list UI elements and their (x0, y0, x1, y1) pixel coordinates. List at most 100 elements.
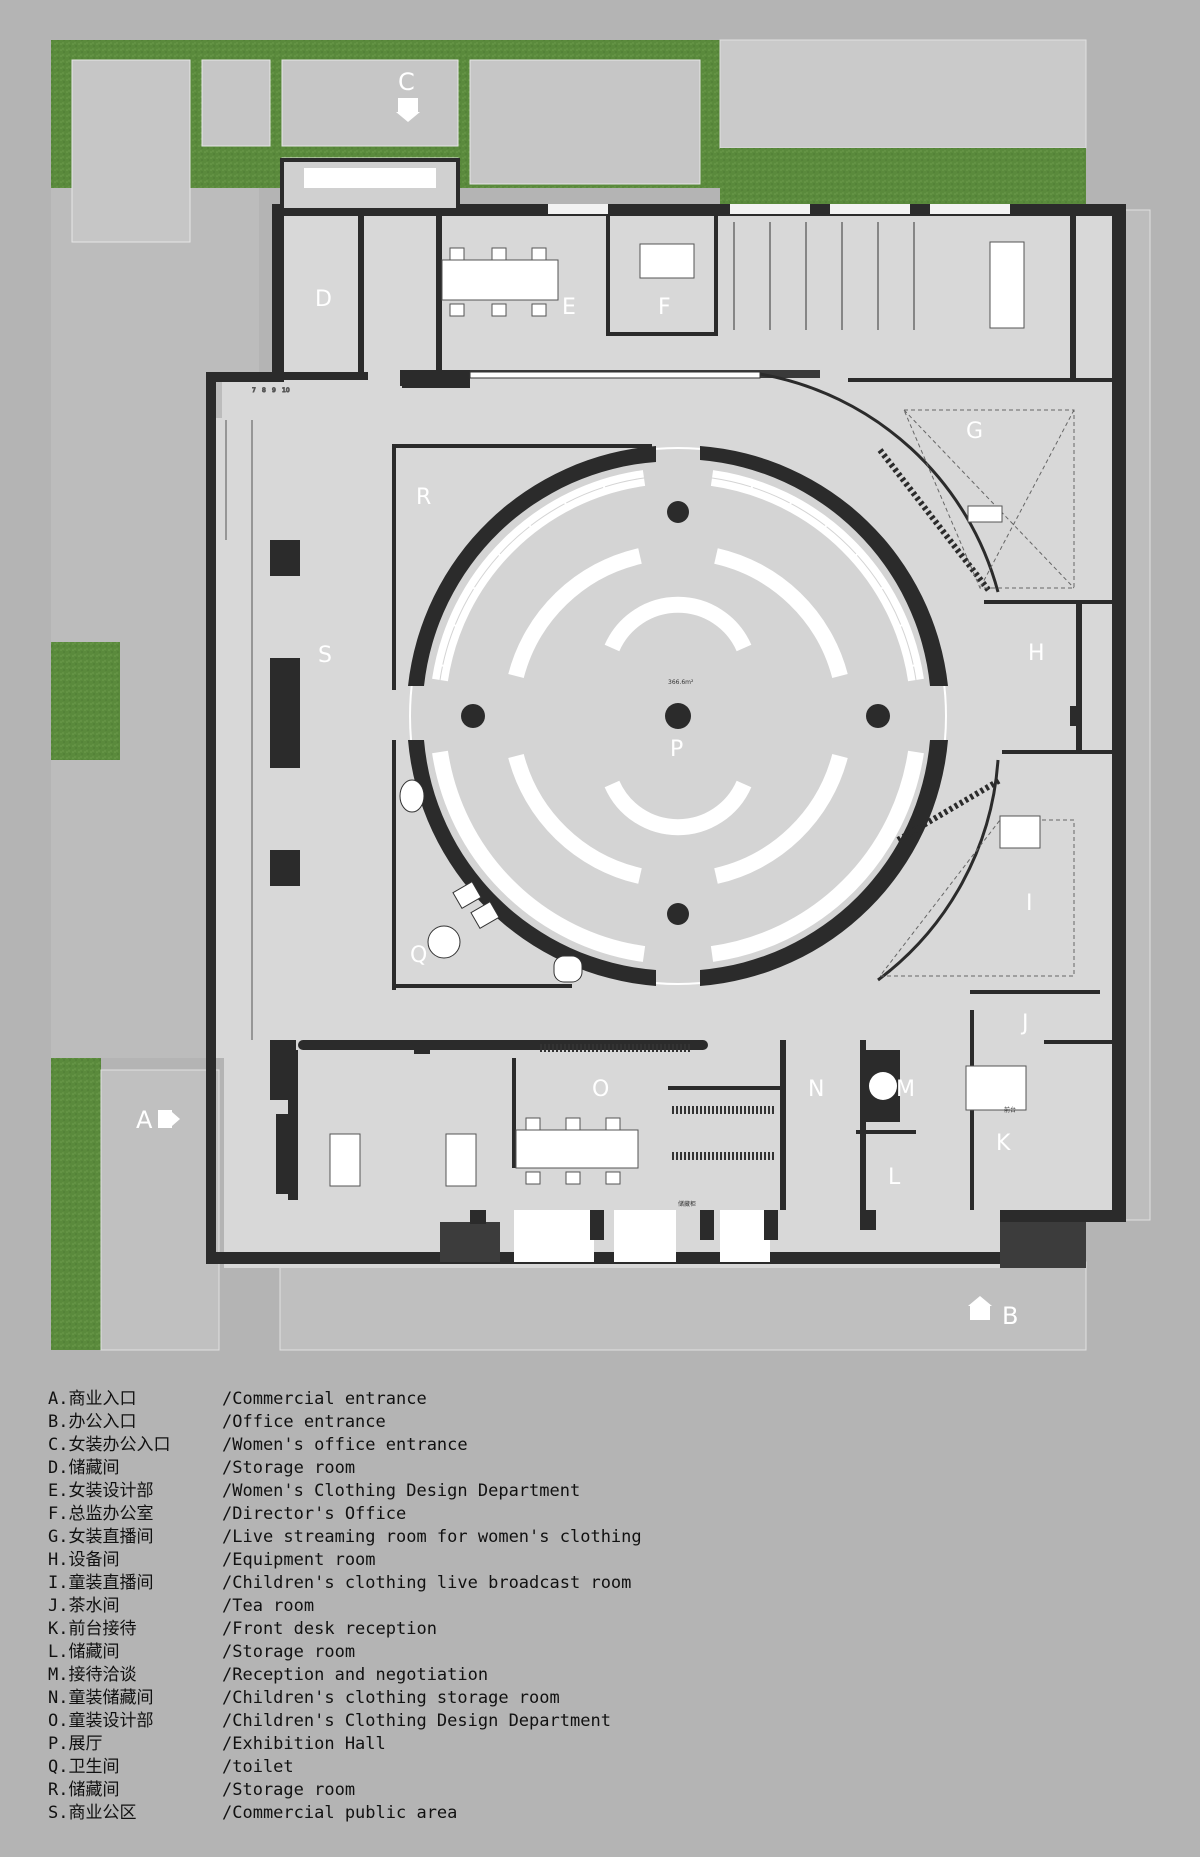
toilet-block (399, 779, 583, 983)
room-labels: D E F G H I J K L M N O P Q R S (315, 287, 1045, 1190)
desks-children-design (329, 505, 1041, 1187)
stair-number-9: 9 (272, 387, 276, 394)
legend-item: H.设备间/Equipment room (48, 1549, 748, 1572)
legend-item: G.女装直播间/Live streaming room for women's … (48, 1526, 748, 1549)
legend-code: I.童装直播间 (48, 1573, 154, 1593)
legend-description: /Tea room (222, 1596, 315, 1616)
exhibition-hall: 366.6m² (408, 446, 948, 986)
legend-description: /Women's office entrance (222, 1435, 468, 1455)
clothing-racks (540, 222, 915, 1160)
room-label-f: F (658, 295, 671, 320)
legend-item: K.前台接待/Front desk reception (48, 1618, 748, 1641)
entrance-a-arrow-icon (158, 1110, 180, 1128)
room-label-g: G (966, 419, 983, 444)
room-label-n: N (808, 1077, 824, 1102)
legend-description: /Children's clothing storage room (222, 1688, 560, 1708)
room-label-k: K (996, 1131, 1011, 1156)
legend-code: E.女装设计部 (48, 1481, 154, 1501)
legend-item: R.储藏间/Storage room (48, 1779, 748, 1802)
legend-code: N.童装储藏间 (48, 1688, 154, 1708)
legend-description: /Live streaming room for women's clothin… (222, 1527, 642, 1547)
stair-number-7: 7 (252, 387, 256, 394)
hall-top-shelf (400, 370, 761, 386)
hall-area-label: 366.6m² (668, 679, 694, 686)
storage-label: 储藏柜 (678, 1200, 696, 1208)
entrance-b-label: B (1002, 1302, 1018, 1330)
legend-code: O.童装设计部 (48, 1711, 154, 1731)
stair: 7 8 9 10 (225, 387, 290, 1040)
room-label-h: H (1028, 641, 1045, 666)
room-label-j: J (1020, 1011, 1029, 1036)
legend-item: D.储藏间/Storage room (48, 1457, 748, 1480)
legend-description: /Storage room (222, 1642, 356, 1662)
room-label-l: L (888, 1165, 901, 1190)
entrance-b-arrow-icon (968, 1296, 992, 1320)
legend-description: /Children's clothing live broadcast room (222, 1573, 632, 1593)
curved-shelving (478, 372, 1002, 982)
entrance-markers: A B C (136, 68, 1018, 1330)
room-label-i: I (1026, 891, 1033, 916)
room-label-d: D (315, 287, 332, 312)
legend-code: J.茶水间 (48, 1596, 120, 1616)
legend-code: M.接待洽谈 (48, 1665, 137, 1685)
room-label-r: R (416, 485, 431, 510)
legend-description: /Exhibition Hall (222, 1734, 386, 1754)
legend-code: G.女装直播间 (48, 1527, 154, 1547)
legend-code: P.展厅 (48, 1734, 103, 1754)
legend-code: K.前台接待 (48, 1619, 137, 1639)
legend-description: /Front desk reception (222, 1619, 437, 1639)
live-rooms (878, 409, 1075, 977)
legend-description: /Office entrance (222, 1412, 386, 1432)
legend-description: /Director's Office (222, 1504, 407, 1524)
legend-item: J.茶水间/Tea room (48, 1595, 748, 1618)
desks-women-design (441, 241, 1025, 329)
legend-code: R.储藏间 (48, 1780, 120, 1800)
legend-description: /Commercial public area (222, 1803, 458, 1823)
legend-description: /Reception and negotiation (222, 1665, 489, 1685)
legend-description: /Women's Clothing Design Department (222, 1481, 581, 1501)
entrance-c-arrow-icon (396, 98, 420, 122)
room-label-p: P (670, 737, 683, 762)
reception-table: 前台 储藏柜 (678, 1050, 1016, 1208)
legend-item: B.办公入口/Office entrance (48, 1411, 748, 1434)
room-label-e: E (562, 295, 576, 320)
room-label-o: O (592, 1077, 609, 1102)
legend-code: F.总监办公室 (48, 1504, 154, 1524)
legend-item: P.展厅/Exhibition Hall (48, 1733, 748, 1756)
legend-code: B.办公入口 (48, 1412, 137, 1432)
legend-code: H.设备间 (48, 1550, 120, 1570)
legend-item: N.童装储藏间/Children's clothing storage room (48, 1687, 748, 1710)
legend-code: C.女装办公入口 (48, 1435, 171, 1455)
entrance-a-label: A (136, 1106, 153, 1134)
legend-item: Q.卫生间/toilet (48, 1756, 748, 1779)
legend-item: L.储藏间/Storage room (48, 1641, 748, 1664)
legend-item: A.商业入口/Commercial entrance (48, 1388, 748, 1411)
legend-description: /Children's Clothing Design Department (222, 1711, 611, 1731)
legend-item: I.童装直播间/Children's clothing live broadca… (48, 1572, 748, 1595)
room-label-q: Q (410, 943, 427, 968)
stair-number-8: 8 (262, 387, 266, 394)
legend-code: A.商业入口 (48, 1389, 137, 1409)
legend-code: D.储藏间 (48, 1458, 120, 1478)
stair-number-10: 10 (282, 387, 290, 394)
room-label-s: S (318, 643, 332, 668)
entrance-c-label: C (398, 68, 415, 96)
room-label-m: M (896, 1077, 915, 1102)
legend-description: /Equipment room (222, 1550, 376, 1570)
reception-desk-label: 前台 (1004, 1106, 1016, 1114)
legend-description: /toilet (222, 1757, 294, 1777)
legend-item: C.女装办公入口/Women's office entrance (48, 1434, 748, 1457)
legend-description: /Commercial entrance (222, 1389, 427, 1409)
legend-code: S.商业公区 (48, 1803, 137, 1823)
legend-item: M.接待洽谈/Reception and negotiation (48, 1664, 748, 1687)
legend-item: S.商业公区/Commercial public area (48, 1802, 748, 1825)
floor-plan: 366.6m² (51, 39, 1151, 1351)
legend-item: F.总监办公室/Director's Office (48, 1503, 748, 1526)
legend-code: Q.卫生间 (48, 1757, 120, 1777)
legend-code: L.储藏间 (48, 1642, 120, 1662)
legend-item: E.女装设计部/Women's Clothing Design Departme… (48, 1480, 748, 1503)
legend-description: /Storage room (222, 1458, 356, 1478)
legend-description: /Storage room (222, 1780, 356, 1800)
legend-item: O.童装设计部/Children's Clothing Design Depar… (48, 1710, 748, 1733)
